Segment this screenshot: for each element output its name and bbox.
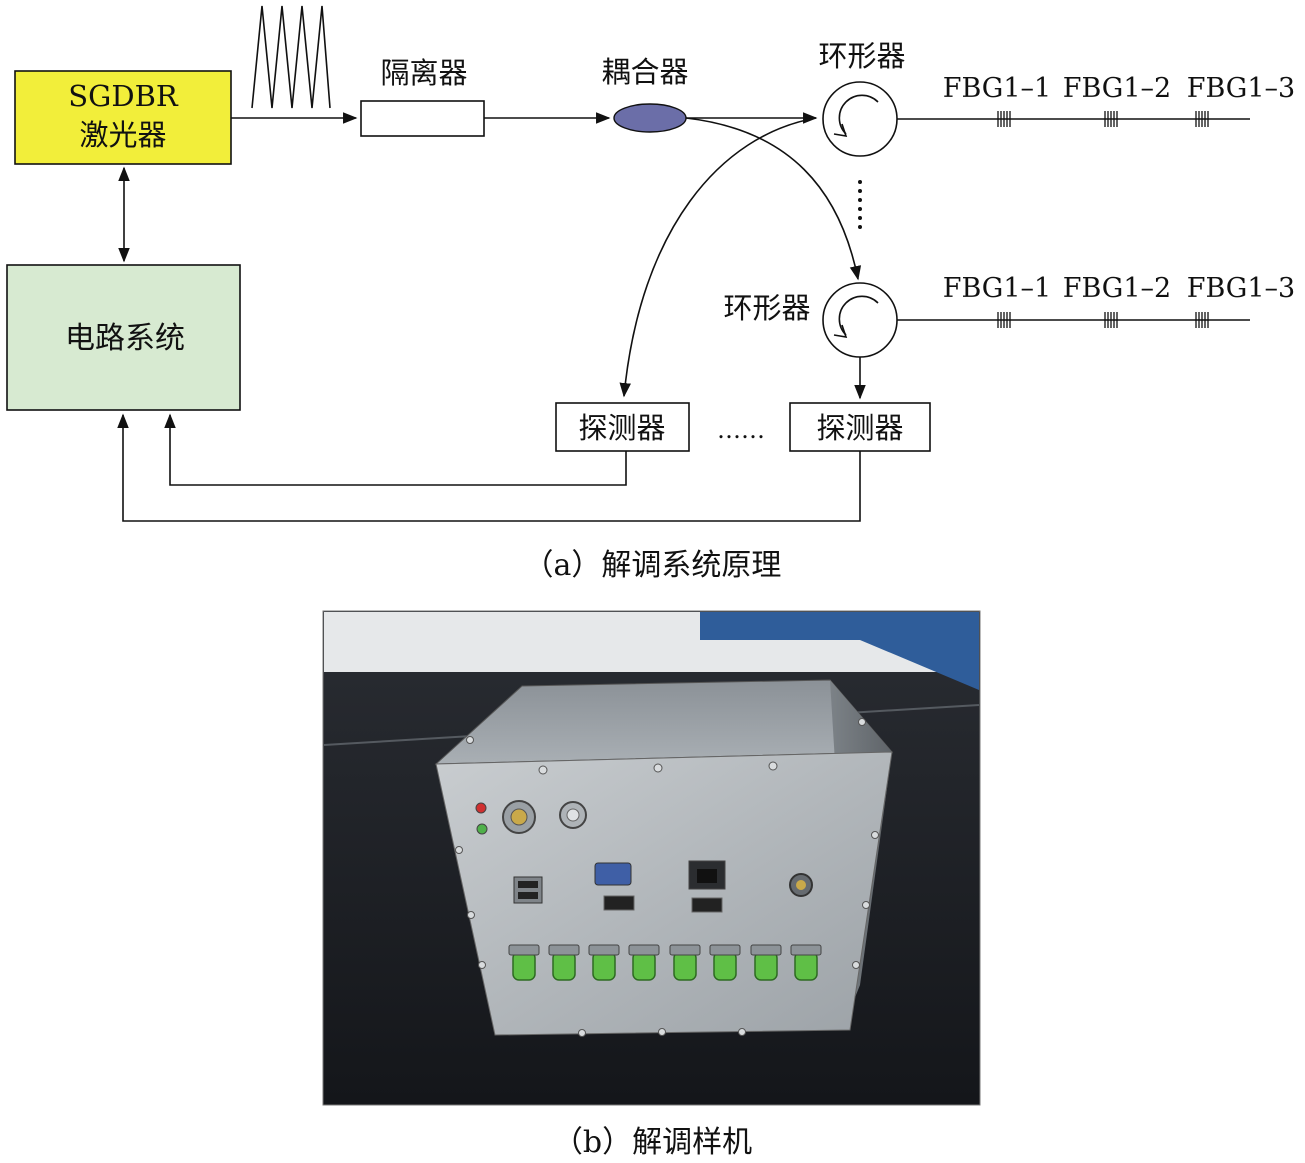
- sgdbr-laser-box: SGDBR 激光器: [14, 70, 232, 165]
- fbg-top-1: FBG1–1: [943, 73, 1052, 104]
- detector-left: 探测器: [555, 402, 690, 452]
- detector-right-label: 探测器: [816, 411, 903, 445]
- caption-b: （b）解调样机: [552, 1125, 753, 1160]
- detector-ellipsis: ……: [717, 416, 765, 444]
- fiber-connectors: [508, 944, 822, 981]
- circuit-label: 电路系统: [65, 321, 185, 356]
- isolator: 隔离器: [360, 56, 485, 137]
- laser-label-line2: 激光器: [79, 118, 166, 152]
- circulator-bottom: 环形器: [723, 282, 898, 358]
- circulator-ellipsis: [858, 180, 862, 229]
- coupler: 耦合器: [601, 55, 689, 133]
- detector-left-label: 探测器: [578, 411, 665, 445]
- fbg-fiber-bottom: FBG1–1 FBG1–2 FBG1–3: [897, 273, 1295, 328]
- circulator-top: 环形器: [818, 39, 906, 157]
- isolator-label: 隔离器: [380, 56, 467, 90]
- caption-a: （a）解调系统原理: [523, 548, 782, 583]
- fbg-fiber-top: FBG1–1 FBG1–2 FBG1–3: [897, 73, 1295, 127]
- fbg-top-3: FBG1–3: [1187, 73, 1296, 104]
- fbg-bottom-3: FBG1–3: [1187, 273, 1296, 304]
- prototype-photo: [322, 610, 981, 1106]
- detector-right-feedback: [117, 413, 861, 522]
- circuit-system-box: 电路系统: [6, 264, 241, 411]
- coupler-to-circulator-bottom: [685, 117, 862, 281]
- detector-left-feedback: [164, 413, 627, 486]
- laser-label-line1: SGDBR: [68, 79, 179, 113]
- pulse-train: [251, 5, 331, 109]
- fbg-bottom-1: FBG1–1: [943, 273, 1052, 304]
- circulator-bottom-label: 环形器: [723, 291, 810, 325]
- circulator-top-label: 环形器: [818, 39, 905, 73]
- fbg-bottom-2: FBG1–2: [1063, 273, 1172, 304]
- circulator-top-to-detector-left: [619, 117, 817, 398]
- detector-right: 探测器: [789, 402, 931, 452]
- fbg-top-2: FBG1–2: [1063, 73, 1172, 104]
- coupler-label: 耦合器: [601, 55, 688, 89]
